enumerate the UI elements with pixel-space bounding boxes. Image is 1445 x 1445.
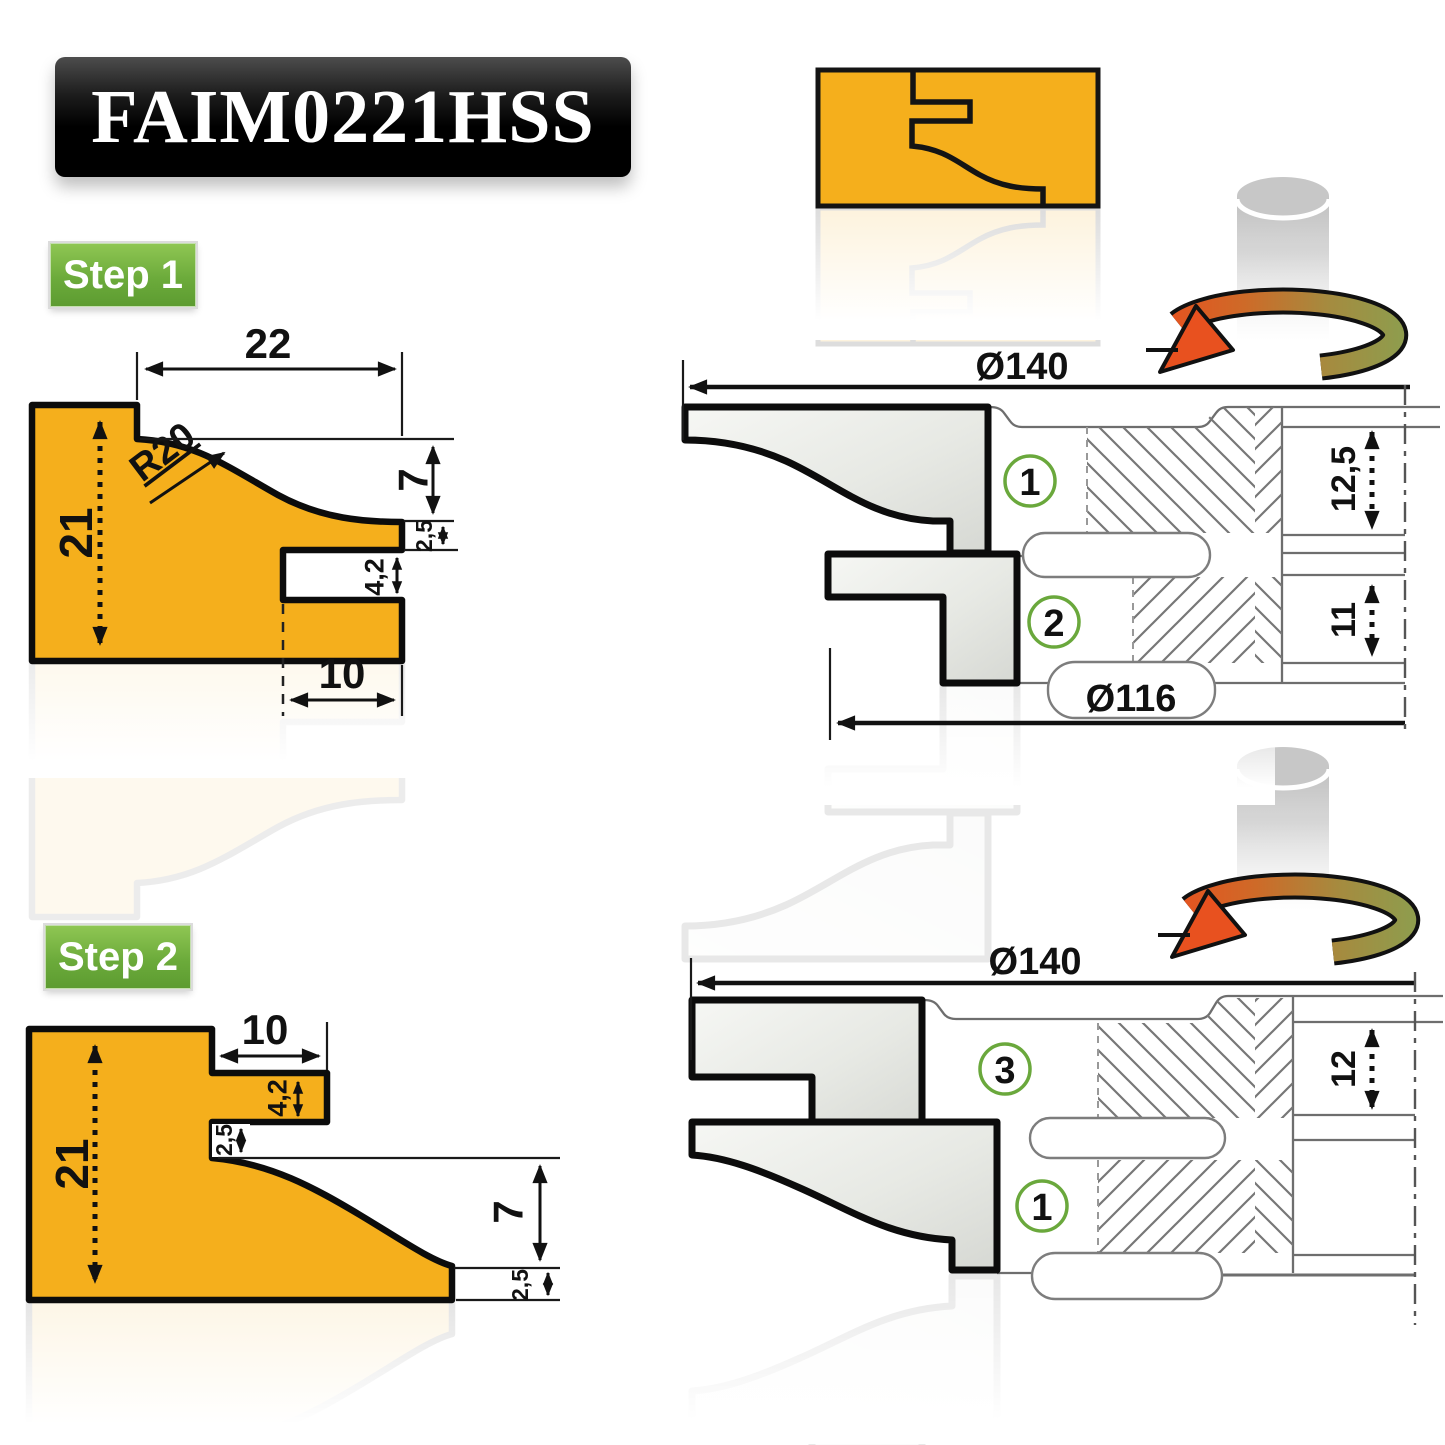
dim-tip: 2,5 xyxy=(411,520,437,552)
wedge-slot-1 xyxy=(1021,531,1212,579)
hub-label-chip xyxy=(1046,660,1217,720)
knife-2-number: 2 xyxy=(1043,603,1064,645)
step1-cutter-annotations: Ø116 Ø140 12,5 11 1 2 xyxy=(681,346,1410,740)
dim-ogee-depth: 7 xyxy=(390,468,437,491)
dim-knife-height-step2: 12 xyxy=(1325,1050,1363,1088)
knife-3-number: 3 xyxy=(994,1050,1015,1092)
step2-cutter-fade xyxy=(675,1280,1445,1444)
knife-1b-number: 1 xyxy=(1031,1187,1052,1229)
gullet-slot-2 xyxy=(1030,1251,1224,1301)
joint-profile-icon xyxy=(815,67,1101,209)
hatch-upper xyxy=(1087,407,1255,533)
dim-tongue-thickness: 4,2 xyxy=(262,1079,292,1117)
knife-1-number: 1 xyxy=(1019,462,1040,504)
dim-height-step2: 21 xyxy=(46,1138,98,1189)
step1-knives xyxy=(681,403,1021,687)
dim-groove: 4,2 xyxy=(359,558,389,596)
hatch-upper-2 xyxy=(1098,998,1255,1118)
step2-label: Step 2 xyxy=(43,923,193,991)
step2-knives xyxy=(688,996,1001,1274)
knife-1-badge xyxy=(1003,454,1057,508)
hatch-upper-chevron xyxy=(1255,407,1282,533)
step2-wood-profile xyxy=(25,1025,456,1304)
hatch-lower-2 xyxy=(1098,1160,1255,1253)
hatch-lower xyxy=(1133,577,1255,663)
dim-groove-depth: 10 xyxy=(319,650,366,697)
knife-1b-shape xyxy=(688,1118,1001,1274)
knife-2-shape xyxy=(824,550,1021,687)
step1-reflection-fade xyxy=(22,666,472,778)
product-code-text: FAIM0221HSS xyxy=(91,74,595,159)
step1-label-text: Step 1 xyxy=(62,252,184,297)
dim-tip-step2: 2,5 xyxy=(507,1269,533,1301)
knife-1b-badge xyxy=(1015,1179,1069,1233)
dim-height: 21 xyxy=(50,507,102,558)
knife-1-shape xyxy=(681,403,992,557)
joint-reflection-fade xyxy=(808,212,1108,340)
dim-tongue-length: 10 xyxy=(242,1006,289,1053)
hatch-upper-chevron-2 xyxy=(1255,998,1293,1118)
step2-cutter-annotations: Ø140 12 3 1 xyxy=(689,941,1417,1325)
step2-reflection-fade xyxy=(18,1305,578,1445)
knife-3-shape xyxy=(688,996,926,1142)
step1-cutter-body xyxy=(989,405,1440,685)
step2-cutter-body xyxy=(923,994,1443,1277)
step2-label-text: Step 2 xyxy=(57,934,179,979)
dim-ogee-depth-step2: 7 xyxy=(485,1200,532,1223)
dim-inner-diameter: Ø116 xyxy=(1086,678,1177,720)
hatch-lower-chevron xyxy=(1255,577,1282,663)
knife-2-badge xyxy=(1027,595,1081,649)
rotation-arrow-icon xyxy=(1146,287,1409,381)
dim-outer-diameter-step1: Ø140 xyxy=(976,346,1069,388)
joint-icon-body xyxy=(815,67,1101,209)
joint-line xyxy=(909,72,1046,204)
step2-profile-dimensions: 10 4,2 2,5 21 7 2,5 xyxy=(46,1006,560,1302)
dim-top-width: 22 xyxy=(245,320,292,367)
wedge-slot-2 xyxy=(1028,1116,1227,1160)
hatch-lower-chevron-2 xyxy=(1255,1160,1293,1253)
step1-wood-profile xyxy=(28,401,406,665)
dim-outer-diameter-step2: Ø140 xyxy=(989,941,1082,983)
product-code-banner: FAIM0221HSS xyxy=(55,57,631,177)
step1-label: Step 1 xyxy=(48,241,198,309)
dim-knife1-height: 12,5 xyxy=(1325,446,1363,512)
dim-step: 2,5 xyxy=(211,1124,237,1156)
knife-3-badge xyxy=(978,1042,1032,1096)
dim-knife2-height: 11 xyxy=(1325,602,1363,638)
